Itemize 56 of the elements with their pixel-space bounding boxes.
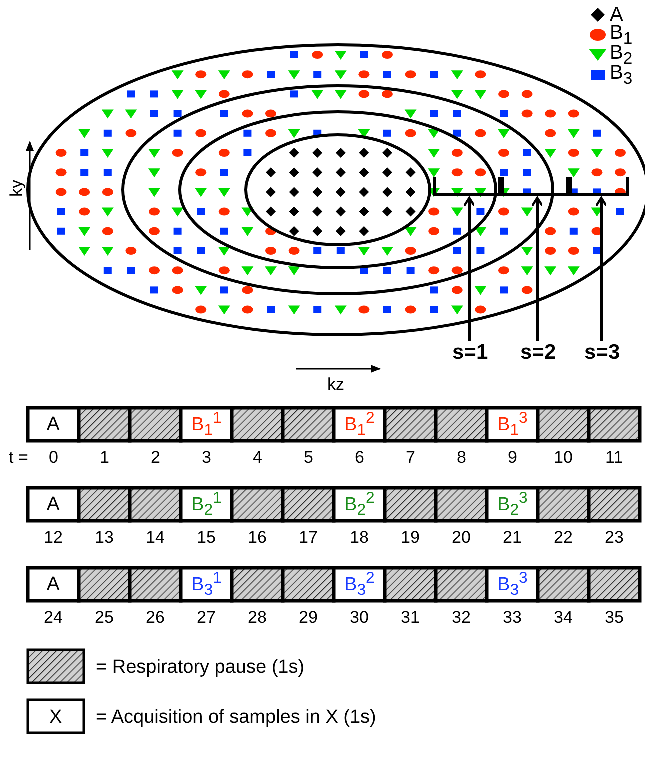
time-index: 17 — [299, 528, 318, 546]
time-index: 16 — [248, 528, 267, 546]
time-index: 25 — [95, 608, 114, 626]
step-label: s=2 — [520, 342, 556, 362]
legend-label: A — [610, 5, 624, 25]
swatch-label: X — [50, 708, 62, 726]
time-index: 20 — [452, 528, 471, 546]
time-index: 23 — [605, 528, 624, 546]
axis-label: kz — [328, 376, 344, 392]
time-index: 21 — [503, 528, 522, 546]
time-index: 27 — [197, 608, 216, 626]
time-index: 7 — [406, 448, 416, 466]
time-index: 15 — [197, 528, 216, 546]
arrow — [595, 196, 608, 342]
time-index: 29 — [299, 608, 318, 626]
time-index: 34 — [554, 608, 573, 626]
legend-label: = Respiratory pause (1s) — [96, 658, 305, 676]
time-index: 8 — [457, 448, 466, 466]
time-index: 26 — [146, 608, 165, 626]
slot-label: A — [47, 415, 60, 434]
time-index: 4 — [253, 448, 262, 466]
time-index: 5 — [304, 448, 314, 466]
time-index: 3 — [202, 448, 212, 466]
time-index: 12 — [44, 528, 63, 546]
time-index: 32 — [452, 608, 471, 626]
legend-label: B$_{3}$ — [610, 62, 633, 88]
slot-label: A — [47, 575, 60, 594]
time-index: 11 — [606, 448, 624, 466]
time-axis-label: t = — [9, 448, 28, 466]
time-index: 0 — [49, 448, 58, 466]
time-index: 13 — [95, 528, 114, 546]
time-index: 2 — [151, 448, 160, 466]
arrow — [463, 196, 476, 342]
slot-label: A — [47, 495, 60, 514]
time-index: 30 — [350, 608, 369, 626]
axis-label: ky — [8, 180, 24, 196]
time-index: 28 — [248, 608, 267, 626]
bracket — [434, 177, 502, 196]
bracket — [570, 177, 630, 196]
time-index: 24 — [44, 608, 63, 626]
time-index: 9 — [508, 448, 518, 466]
time-index: 31 — [401, 608, 420, 626]
time-index: 10 — [554, 448, 573, 466]
arrow — [531, 196, 544, 342]
step-label: s=1 — [452, 342, 488, 362]
time-index: 14 — [146, 528, 165, 546]
time-index: 35 — [605, 608, 624, 626]
legend-label: = Acquisition of samples in X (1s) — [96, 708, 376, 726]
time-index: 1 — [100, 448, 110, 466]
time-index: 19 — [401, 528, 420, 546]
time-index: 33 — [503, 608, 522, 626]
step-label: s=3 — [584, 342, 620, 362]
bracket — [502, 177, 570, 196]
time-index: 22 — [554, 528, 573, 546]
time-index: 18 — [350, 528, 369, 546]
time-index: 6 — [355, 448, 364, 466]
